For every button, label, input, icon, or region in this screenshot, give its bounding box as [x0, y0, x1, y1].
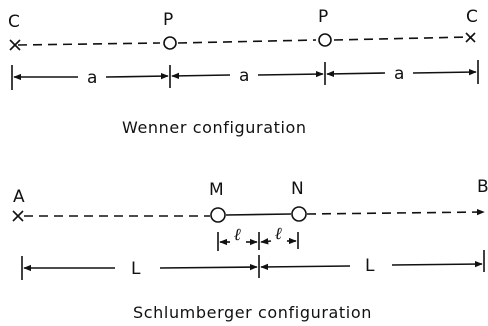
- label-p-left: P: [163, 10, 173, 30]
- label-c-right: C: [466, 7, 478, 27]
- label-p-right: P: [318, 7, 328, 27]
- current-electrode-c-right: [465, 32, 476, 43]
- spacing-label-a: a: [239, 66, 249, 86]
- current-electrode-a: [12, 210, 24, 222]
- label-b: B: [477, 177, 488, 197]
- spacing-label-a: a: [394, 64, 404, 84]
- potential-electrode-m: [210, 207, 226, 223]
- current-electrode-c-left: [9, 39, 21, 51]
- spacing-arrow-1: [13, 72, 169, 81]
- schlumberger-caption: Schlumberger configuration: [133, 303, 372, 322]
- inner-spacing-arrow-2: [260, 237, 297, 245]
- outer-spacing-label-l: L: [365, 256, 375, 276]
- spacing-arrow-3: [326, 68, 477, 78]
- potential-electrode-p-left: [163, 36, 177, 50]
- wenner-caption: Wenner configuration: [122, 118, 307, 137]
- label-n: N: [291, 179, 304, 199]
- inner-spacing-label-l: ℓ: [234, 225, 241, 245]
- spacing-arrow-2: [171, 70, 324, 80]
- wenner-line-segment: [177, 39, 317, 44]
- outer-spacing-arrow-2: [260, 260, 483, 271]
- potential-electrode-p-right: [318, 33, 332, 47]
- label-a: A: [13, 187, 25, 207]
- inner-spacing-label-l: ℓ: [275, 224, 282, 244]
- wenner-line-segment: [17, 42, 161, 46]
- potential-electrode-n: [291, 206, 307, 222]
- outer-spacing-arrow-1: [23, 263, 258, 272]
- label-m: M: [209, 180, 224, 200]
- schlumberger-line-segment: [306, 208, 485, 216]
- schlumberger-mn-segment: [225, 213, 292, 216]
- label-c-left: C: [8, 12, 20, 32]
- schlumberger-diagram: A M N B ℓ ℓ L: [12, 177, 488, 322]
- wenner-diagram: C P P C a a a: [8, 7, 479, 137]
- wenner-line-segment: [333, 36, 471, 41]
- outer-spacing-label-l: L: [131, 259, 141, 279]
- spacing-label-a: a: [87, 68, 97, 88]
